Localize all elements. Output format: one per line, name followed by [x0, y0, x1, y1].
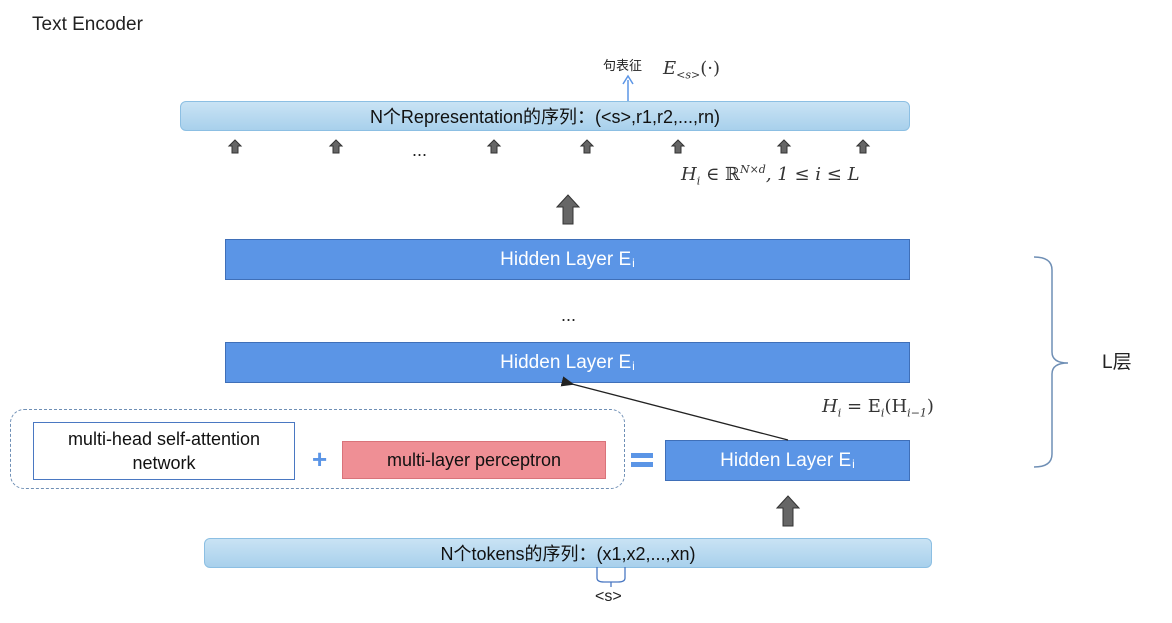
recurrence-arrow	[560, 376, 789, 441]
hidden-layers-ellipsis: ...	[561, 305, 577, 325]
up-arrow-small	[486, 139, 502, 154]
up-arrow-large	[775, 495, 801, 527]
equals-sign	[631, 453, 653, 471]
input-sequence-label: N个tokens的序列：(x1,x2,...,xn)	[440, 544, 696, 564]
output-arrows-ellipsis: ...	[412, 140, 428, 160]
self-attention-box: multi-head self-attention network	[33, 422, 295, 480]
input-sequence-bar: N个tokens的序列：(x1,x2,...,xn)	[204, 538, 932, 568]
layer-composition-group	[10, 409, 625, 489]
layers-brace	[1033, 256, 1069, 468]
up-arrow-small	[855, 139, 871, 154]
up-arrow-small	[670, 139, 686, 154]
sentence-repr-formula: E<s>(·)	[663, 58, 721, 82]
start-token-label: <s>	[595, 588, 622, 605]
up-arrow-small	[328, 139, 344, 154]
plus-sign: +	[312, 444, 328, 474]
up-arrow-small	[227, 139, 243, 154]
up-arrow-small	[579, 139, 595, 154]
recurrence-formula: Hi = Ei(Hi−1)	[822, 396, 934, 420]
sentence-repr-label: 句表征	[603, 58, 643, 73]
up-arrow-large	[555, 194, 581, 225]
output-sequence-label: N个Representation的序列：(<s>,r1,r2,...,rn)	[369, 107, 721, 127]
diagram-title: Text Encoder	[32, 14, 143, 35]
output-sequence-bar: N个Representation的序列：(<s>,r1,r2,...,rn)	[180, 101, 910, 131]
up-arrow-small	[776, 139, 792, 154]
sentence-repr-arrow	[622, 74, 634, 101]
start-token-brace	[596, 567, 626, 587]
mlp-box: multi-layer perceptron	[342, 441, 606, 479]
layers-count-label: L层	[1102, 352, 1132, 373]
hidden-states-formula: Hi ∈ ℝN×d, 1 ≤ i ≤ L	[681, 163, 860, 188]
